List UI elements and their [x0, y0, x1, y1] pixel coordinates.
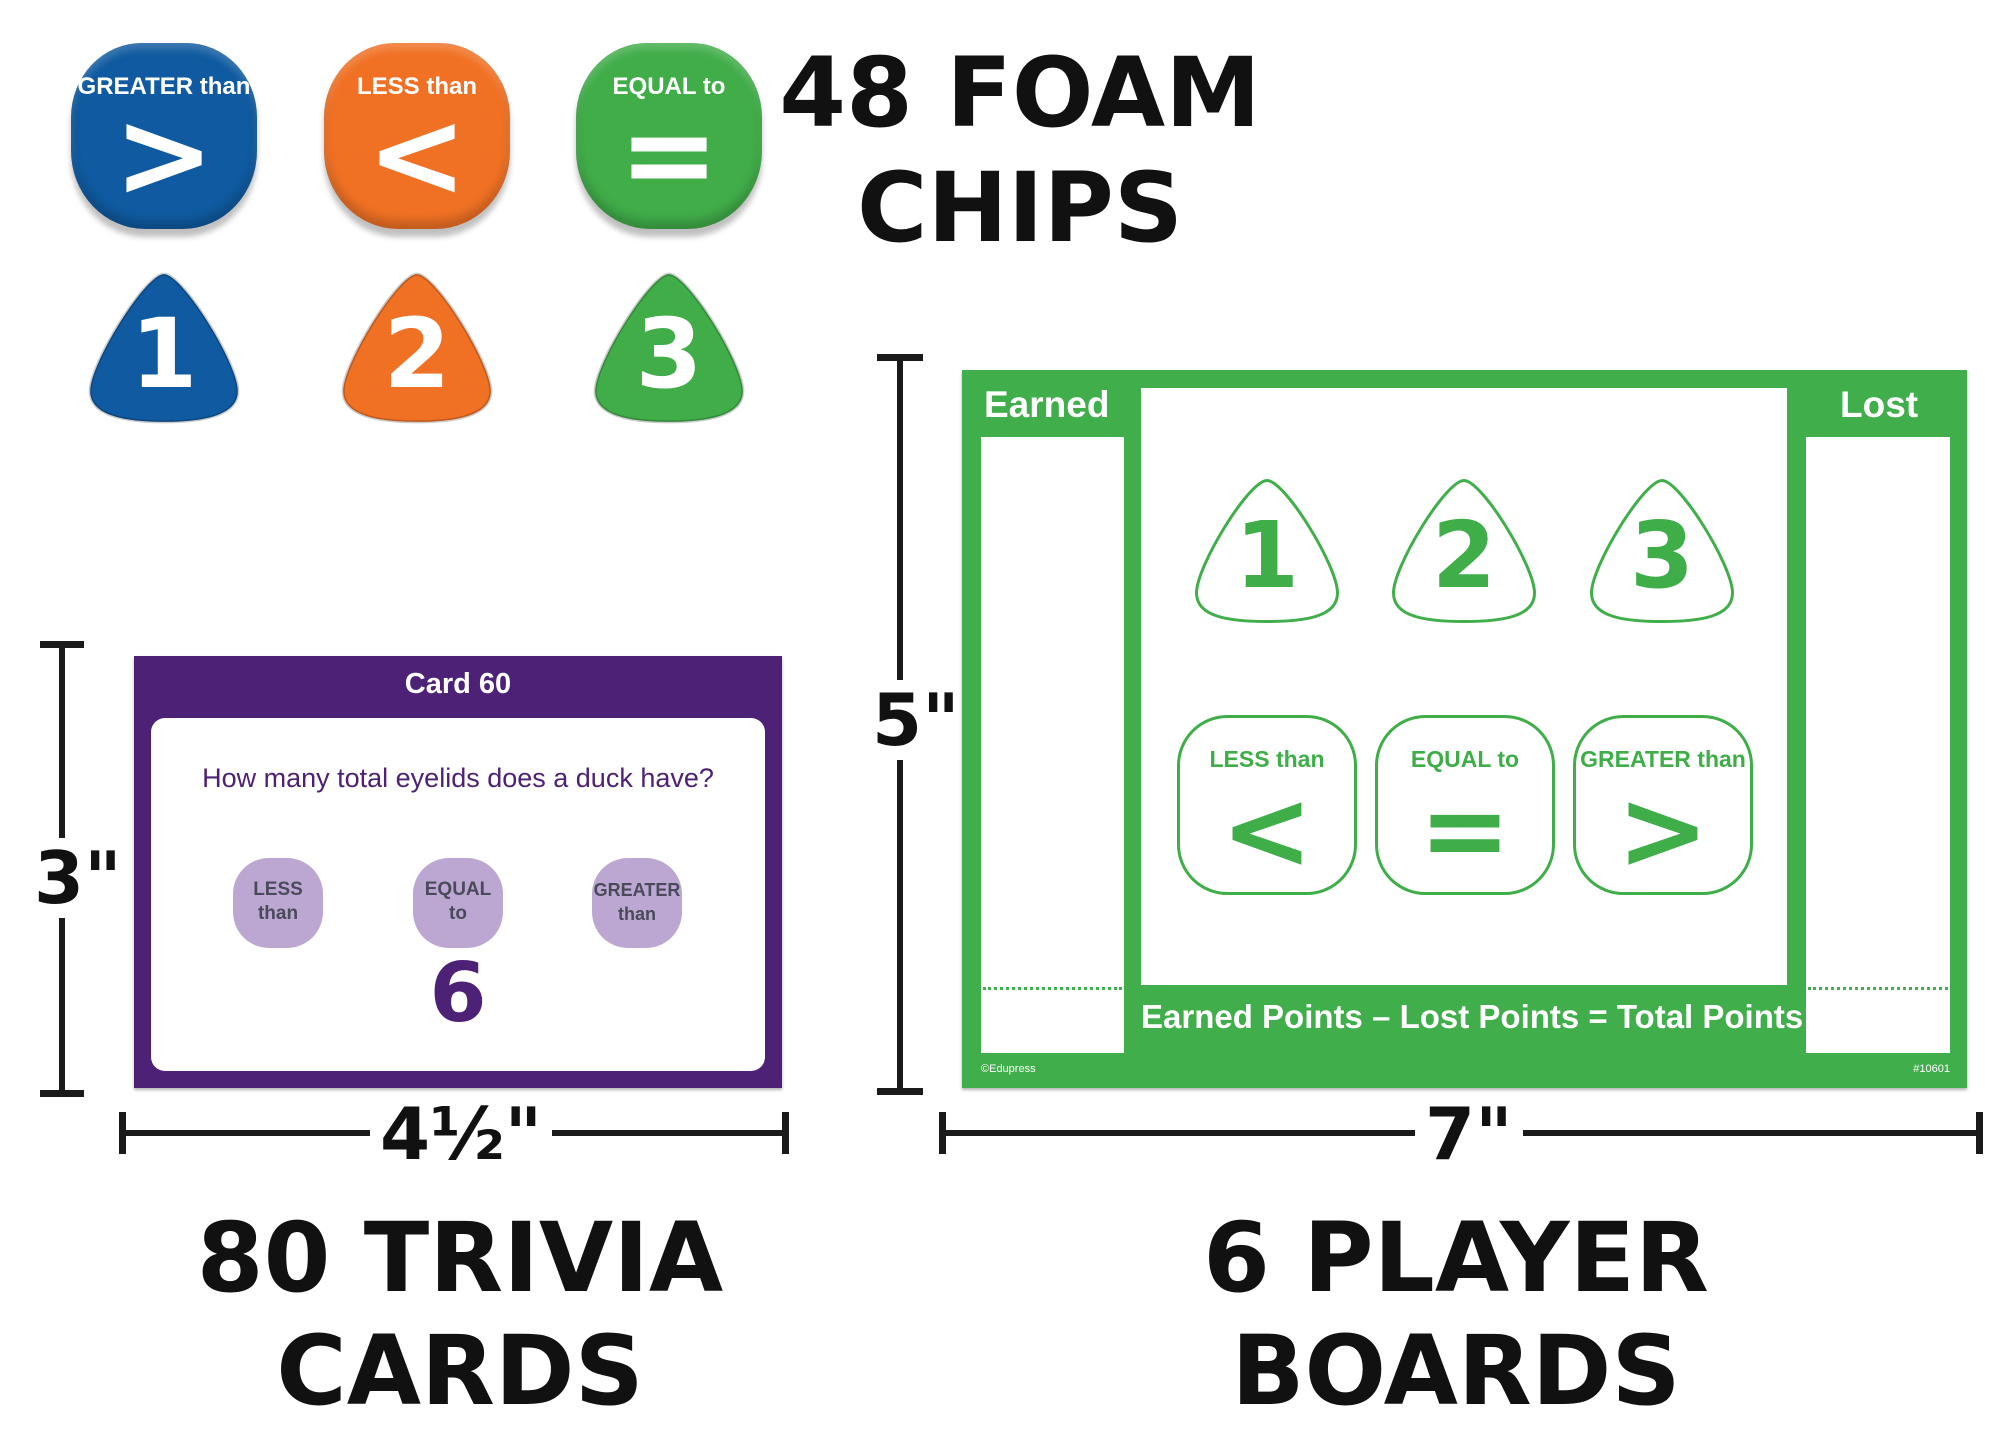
greater-than-icon: >: [1616, 766, 1710, 894]
board-number-3: 3: [1587, 476, 1737, 626]
board-height-cap-top: [877, 354, 923, 361]
option-line2: than: [618, 904, 656, 924]
board-copyright: ©Edupress: [981, 1063, 1036, 1075]
trivia-card: Card 60 How many total eyelids does a du…: [134, 656, 782, 1088]
board-equal-to: EQUAL to =: [1375, 715, 1555, 895]
board-number: 1: [1234, 502, 1299, 609]
card-width-cap-right: [782, 1112, 789, 1154]
equal-to-chip: EQUAL to =: [576, 43, 762, 229]
less-than-icon: <: [366, 86, 468, 225]
chip-label: EQUAL to: [612, 73, 726, 100]
board-greater-than: GREATER than >: [1573, 715, 1753, 895]
board-product-number: #10601: [1913, 1063, 1950, 1075]
triangle-outline-icon: [1391, 478, 1537, 624]
board-comparison-label: GREATER than: [1580, 746, 1746, 772]
option-line1: EQUAL: [424, 879, 492, 900]
chips-title-line1: 48 FOAM: [779, 37, 1261, 149]
lost-total-line: [1808, 987, 1948, 990]
player-board: Earned Lost 1 2 3 LESS than < EQUAL to =…: [962, 370, 1967, 1088]
number-chip-3: 3: [592, 268, 746, 428]
option-line2: than: [257, 903, 299, 924]
earned-label: Earned: [984, 384, 1110, 425]
number-chip-2: 2: [340, 268, 494, 428]
triangle-chip-icon: [593, 272, 745, 424]
chip-label: GREATER than: [77, 73, 251, 100]
board-formula: Earned Points – Lost Points = Total Poin…: [1141, 998, 1804, 1035]
board-caption-line1: 6 PLAYER: [1203, 1202, 1709, 1314]
chip-number: 1: [130, 298, 198, 410]
option-greater-than: GREATER than: [592, 858, 682, 948]
lost-column: [1806, 437, 1950, 1053]
chip-number: 2: [383, 298, 451, 410]
option-line1: LESS: [253, 879, 303, 900]
board-number: 2: [1431, 502, 1496, 609]
card-caption-line1: 80 TRIVIA: [196, 1202, 724, 1314]
chip-label: LESS than: [356, 73, 477, 100]
less-than-chip: LESS than <: [324, 43, 510, 229]
card-height-cap-bottom: [40, 1090, 84, 1097]
equal-icon: =: [1418, 766, 1512, 894]
board-width-cap-right: [1976, 1112, 1983, 1154]
card-answer: 6: [429, 946, 487, 1041]
board-width-cap-left: [939, 1112, 946, 1154]
board-number-2: 2: [1389, 476, 1539, 626]
greater-than-icon: >: [113, 86, 215, 225]
chip-number: 3: [635, 298, 703, 410]
card-width-cap-left: [119, 1112, 126, 1154]
equal-icon: =: [618, 86, 720, 225]
earned-column: [981, 437, 1124, 1053]
triangle-outline-icon: [1194, 478, 1340, 624]
greater-than-chip: GREATER than >: [71, 43, 257, 229]
card-body: How many total eyelids does a duck have?…: [151, 718, 765, 1071]
less-than-icon: <: [1220, 766, 1314, 894]
board-height-label: 5": [868, 680, 964, 760]
card-width-label: 4½": [370, 1098, 553, 1170]
board-less-than: LESS than <: [1177, 715, 1357, 895]
card-title: Card 60: [404, 668, 512, 700]
option-less-than: LESS than: [233, 858, 323, 948]
board-width-label: 7": [1415, 1098, 1523, 1170]
triangle-outline-icon: [1589, 478, 1735, 624]
board-comparison-label: LESS than: [1209, 746, 1325, 772]
chips-title-line2: CHIPS: [856, 152, 1183, 264]
earned-total-line: [983, 987, 1122, 990]
option-line1: GREATER: [593, 880, 681, 900]
board-number-1: 1: [1192, 476, 1342, 626]
card-question: How many total eyelids does a duck have?: [202, 763, 714, 793]
triangle-chip-icon: [88, 272, 240, 424]
option-line2: to: [449, 903, 467, 924]
card-height-cap-top: [40, 641, 84, 648]
card-caption-line2: CARDS: [276, 1315, 644, 1427]
card-height-label: 3": [30, 838, 126, 918]
board-number: 3: [1629, 502, 1694, 609]
board-comparison-label: EQUAL to: [1410, 746, 1520, 772]
board-center: 1 2 3 LESS than < EQUAL to = GREATER tha…: [1141, 388, 1787, 985]
option-equal-to: EQUAL to: [413, 858, 503, 948]
lost-label: Lost: [1840, 384, 1919, 425]
number-chip-1: 1: [87, 268, 241, 428]
board-caption-line2: BOARDS: [1231, 1315, 1681, 1427]
board-height-cap-bottom: [877, 1088, 923, 1095]
triangle-chip-icon: [341, 272, 493, 424]
